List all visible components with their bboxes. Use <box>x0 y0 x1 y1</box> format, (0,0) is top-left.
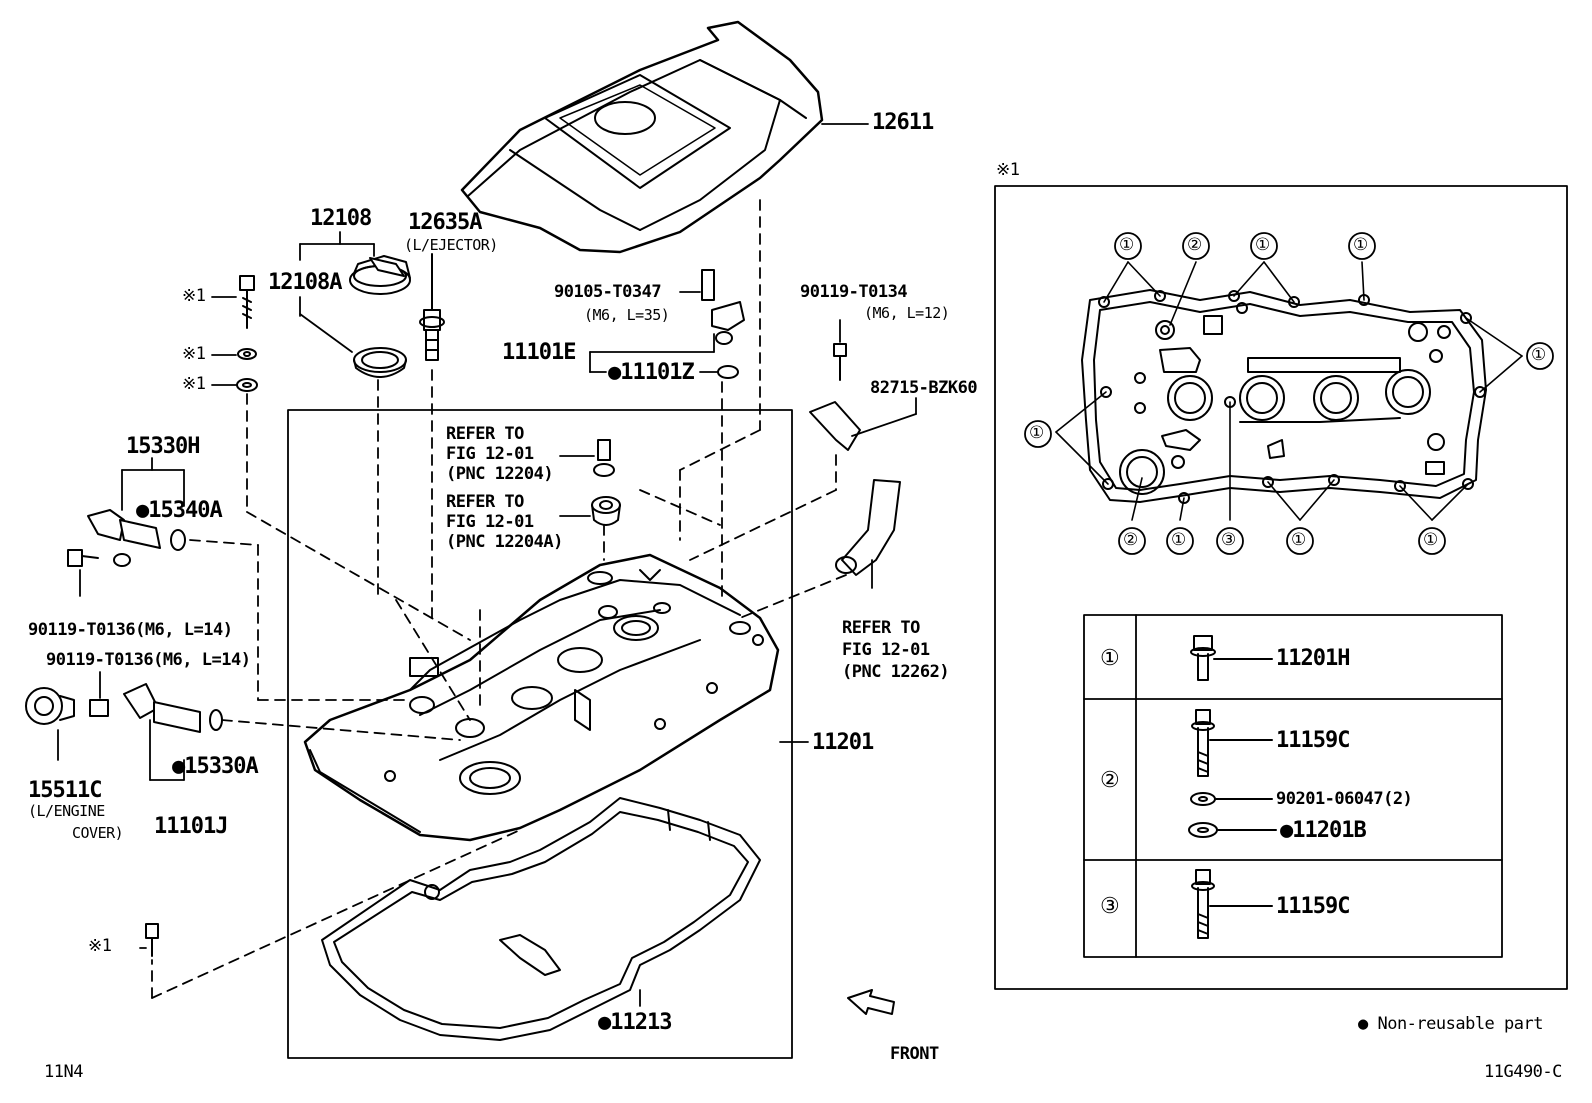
part-number-15330A: ●15330A <box>172 754 259 779</box>
part-number-15511C: 15511C <box>28 778 102 803</box>
part-number-82715-BZK60: 82715-BZK60 <box>870 378 978 398</box>
refer-note-1-line2: FIG 12-01 <box>446 444 534 464</box>
leader-lines <box>57 123 917 1007</box>
table-key-2: ② <box>1100 768 1120 793</box>
part-number-11213: ●11213 <box>598 1010 672 1035</box>
callout-1: ① <box>1291 530 1306 550</box>
ejector-drawing <box>419 253 445 361</box>
callout-3: ③ <box>1221 530 1236 550</box>
part-note-90105: (M6, L=35) <box>584 306 670 324</box>
part-number-12108A: 12108A <box>268 270 342 295</box>
table-key-1: ① <box>1100 646 1120 671</box>
page-code: 11N4 <box>44 1062 83 1082</box>
part-note-90119-T0134: (M6, L=12) <box>864 304 950 322</box>
callout-1: ① <box>1119 235 1134 255</box>
front-arrow-icon <box>847 989 895 1015</box>
pcv-valve-drawing <box>591 439 621 526</box>
inset-frame <box>994 185 1568 990</box>
inset-leader-lines <box>1055 261 1523 521</box>
refer-note-1-line1: REFER TO <box>446 424 524 444</box>
callout-1: ① <box>1353 235 1368 255</box>
bolt-table-lines <box>1083 614 1503 958</box>
part-number-11101J: 11101J <box>154 814 228 839</box>
part-number-12611: 12611 <box>872 110 934 135</box>
note-mark-1-washer: ※1 <box>182 344 206 364</box>
part-number-15330H: 15330H <box>126 434 200 459</box>
table-part-11201B: ●11201B <box>1280 818 1367 843</box>
callout-1: ① <box>1171 530 1186 550</box>
part-number-90119-T0136-a: 90119-T0136(M6, L=14) <box>28 620 233 640</box>
part-number-90119-T0136-b: 90119-T0136(M6, L=14) <box>46 650 251 670</box>
legend-non-reusable: ● Non-reusable part <box>1358 1014 1543 1034</box>
refer-note-2-line2: FIG 12-01 <box>446 512 534 532</box>
note-mark-1-washer-2: ※1 <box>182 374 206 394</box>
part-note-engine-cover-2: COVER) <box>72 824 124 842</box>
assembly-lines <box>151 199 847 999</box>
refer-note-2-line3: (PNC 12204A) <box>446 532 563 552</box>
inset-head-cover-drawing <box>1081 289 1487 504</box>
inset-callout-circles <box>1024 232 1554 555</box>
bracket-drawing <box>809 343 861 451</box>
callout-1: ① <box>1531 345 1546 365</box>
oil-filler-cap-drawing <box>349 255 411 378</box>
table-key-3: ③ <box>1100 894 1120 919</box>
inset-title: ※1 <box>996 160 1020 180</box>
figure-code: 11G490-C <box>1484 1062 1562 1082</box>
refer-note-1-line3: (PNC 12204) <box>446 464 554 484</box>
part-number-12635A: 12635A <box>408 210 482 235</box>
part-number-12108: 12108 <box>310 206 372 231</box>
gasket-drawing <box>321 797 761 1041</box>
bolt-table-drawings <box>1188 635 1277 939</box>
refer-note-3-line1: REFER TO <box>842 618 920 638</box>
part-number-11201: 11201 <box>812 730 874 755</box>
refer-note-3-line2: FIG 12-01 <box>842 640 930 660</box>
callout-1: ① <box>1255 235 1270 255</box>
assembly-frame <box>287 409 793 1059</box>
table-part-11201H: 11201H <box>1276 646 1350 671</box>
note-mark-1-bottom-bolt: ※1 <box>88 936 112 956</box>
front-label: FRONT <box>890 1044 939 1064</box>
part-number-11101Z: ●11101Z <box>608 360 695 385</box>
cylinder-head-cover-drawing <box>303 553 780 842</box>
sensor-drawing <box>701 269 745 379</box>
note-mark-1-bolt: ※1 <box>182 286 206 306</box>
table-part-11159C-b: 11159C <box>1276 894 1350 919</box>
bottom-bolt-drawing <box>145 923 159 957</box>
part-number-90119-T0134: 90119-T0134 <box>800 282 908 302</box>
refer-note-2-line1: REFER TO <box>446 492 524 512</box>
oil-control-valve-drawing <box>25 509 223 733</box>
callout-1: ① <box>1029 423 1044 443</box>
table-part-90201-06047: 90201-06047(2) <box>1276 789 1413 809</box>
refer-note-3-line3: (PNC 12262) <box>842 662 950 682</box>
callout-2: ② <box>1187 235 1202 255</box>
part-note-engine-cover-1: (L/ENGINE <box>28 802 105 820</box>
callout-1: ① <box>1423 530 1438 550</box>
part-number-11101E: 11101E <box>502 340 576 365</box>
part-number-15340A: ●15340A <box>136 498 223 523</box>
part-note-ejector: (L/EJECTOR) <box>404 236 498 254</box>
bolts-and-washers-drawing <box>236 275 258 392</box>
table-part-11159C: 11159C <box>1276 728 1350 753</box>
engine-cover-drawing <box>460 20 824 254</box>
callout-2: ② <box>1123 530 1138 550</box>
part-number-90105-T0347: 90105-T0347 <box>554 282 662 302</box>
hose-drawing <box>835 479 901 576</box>
